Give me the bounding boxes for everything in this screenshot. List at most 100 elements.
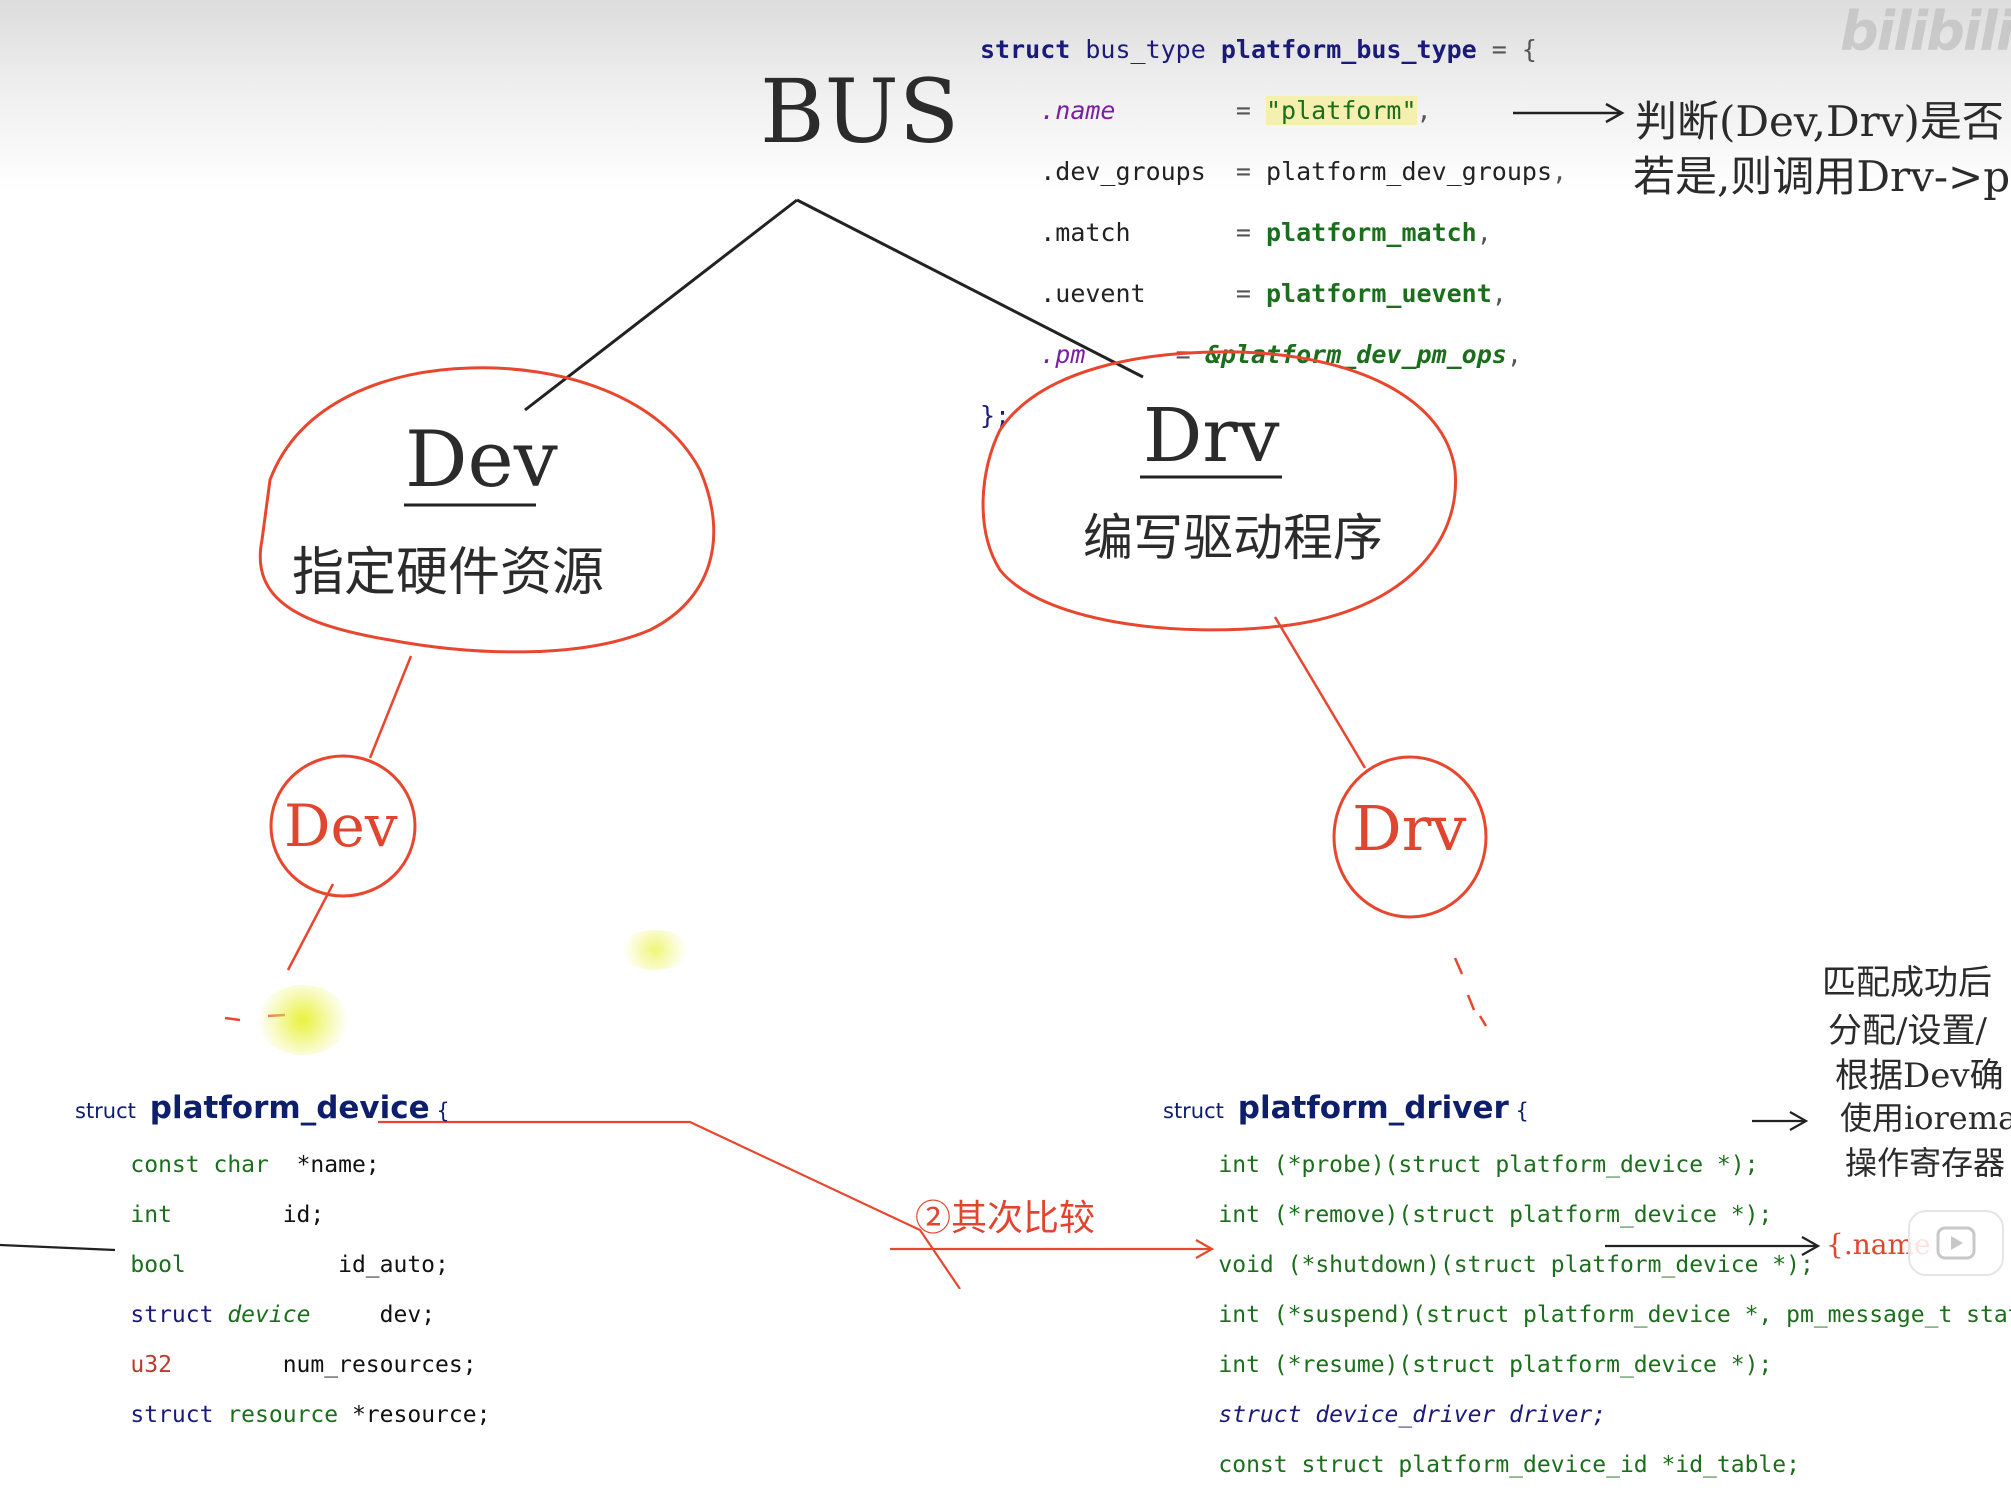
code-punct: { — [429, 1099, 450, 1123]
drv-description: 编写驱动程序 — [1083, 509, 1383, 567]
code-line-match: .match = platform_match, — [980, 218, 1567, 249]
platform-driver-code-block: struct platform_driver { int (*probe)(st… — [1163, 1071, 2011, 1503]
platform-device-field: const char *name; — [75, 1153, 490, 1178]
platform-device-field: int id; — [75, 1203, 490, 1228]
code-punct: { — [1508, 1099, 1529, 1123]
code-type: u32 — [130, 1352, 172, 1378]
code-punct: , — [1476, 217, 1492, 247]
top-gradient-band — [0, 0, 2011, 190]
code-member: num_resources; — [171, 1352, 477, 1378]
code-member: void (*shutdown)(struct platform_device … — [1218, 1252, 1814, 1278]
code-line-dev-groups: .dev_groups = platform_dev_groups, — [980, 157, 1567, 188]
note-match-line2: 若是,则调用Drv->p — [1633, 152, 2011, 201]
drv-big-label: Drv — [1143, 393, 1280, 479]
dev-big-label: Dev — [405, 415, 558, 505]
platform-device-field: struct device dev; — [75, 1303, 490, 1328]
code-member: id_auto; — [185, 1252, 449, 1278]
play-icon — [1936, 1226, 1976, 1260]
dev-description: 指定硬件资源 — [292, 543, 605, 603]
note-right-line4: 使用ioremap — [1840, 1099, 2011, 1137]
dev-small-circle — [269, 754, 417, 898]
highlighter-mark — [258, 985, 348, 1055]
dev-small-connector — [368, 655, 413, 759]
platform-driver-field-driver: struct device_driver driver; — [1163, 1403, 2011, 1428]
drv-ellipse — [981, 350, 1458, 632]
code-member: *name; — [268, 1152, 380, 1178]
code-punct: = { — [1476, 34, 1537, 64]
highlighter-mark — [620, 930, 690, 970]
code-struct-name: platform_device — [149, 1090, 430, 1126]
drv-small-label: Drv — [1352, 792, 1467, 865]
code-line-uevent: .uevent = platform_uevent, — [980, 279, 1567, 310]
code-type: bus_type — [1085, 34, 1206, 64]
code-member: int (*remove)(struct platform_device *); — [1218, 1202, 1773, 1228]
code-punct: = — [1130, 217, 1266, 247]
bus-to-drv-line — [796, 198, 1144, 379]
code-type: device — [227, 1302, 311, 1328]
code-member: int (*probe)(struct platform_device *); — [1218, 1152, 1759, 1178]
platform-device-code-block: struct platform_device { const char *nam… — [75, 1071, 490, 1453]
code-type: int — [130, 1202, 172, 1228]
drv-small-connector — [1273, 616, 1367, 769]
code-field: .uevent — [1040, 278, 1146, 308]
drv-small-circle — [1332, 755, 1488, 919]
code-punct: = — [1145, 278, 1266, 308]
note-compare: ②其次比较 — [915, 1198, 1096, 1239]
code-field: .dev_groups — [1040, 156, 1206, 186]
note-match-line1: 判断(Dev,Drv)是否 — [1635, 97, 2004, 146]
code-keyword: struct — [980, 34, 1071, 64]
code-field: .match — [1040, 217, 1131, 247]
code-keyword: struct — [1163, 1099, 1224, 1123]
code-value-function: platform_match — [1266, 217, 1477, 247]
code-struct-name: platform_bus_type — [1220, 34, 1477, 64]
code-member: id; — [171, 1202, 325, 1228]
bus-label: BUS — [760, 60, 960, 163]
platform-driver-field-suspend: int (*suspend)(struct platform_device *,… — [1163, 1303, 2011, 1328]
code-punct: = — [1205, 156, 1267, 186]
platform-driver-field-probe: int (*probe)(struct platform_device *); — [1163, 1153, 2011, 1178]
code-type: struct — [130, 1402, 228, 1428]
code-member: int (*suspend)(struct platform_device *,… — [1218, 1302, 2011, 1328]
code-type: bool — [130, 1252, 186, 1278]
code-member: *resource; — [338, 1402, 491, 1428]
platform-device-field: u32 num_resources; — [75, 1353, 490, 1378]
note-right-line2: 分配/设置/ — [1828, 1011, 1987, 1051]
code-string-highlighted: "platform" — [1266, 95, 1417, 125]
platform-driver-field-resume: int (*resume)(struct platform_device *); — [1163, 1353, 2011, 1378]
code-value: platform_dev_groups — [1266, 156, 1552, 186]
code-punct: , — [1506, 339, 1522, 369]
dev-ellipse — [258, 366, 716, 654]
code-line-struct-header: struct bus_type platform_bus_type = { — [980, 35, 1567, 66]
platform-device-header: struct platform_device { — [75, 1093, 490, 1124]
bus-to-dev-line — [524, 198, 798, 412]
name-compare-line — [378, 1120, 961, 1289]
code-line-name: .name = "platform", — [980, 95, 1567, 127]
code-keyword: struct — [75, 1099, 136, 1123]
handwritten-diagram — [0, 102, 1821, 1289]
note-right-line1: 匹配成功后 — [1822, 963, 1992, 1003]
code-type: struct — [130, 1302, 228, 1328]
platform-driver-field-remove: int (*remove)(struct platform_device *); — [1163, 1203, 2011, 1228]
code-member: struct device_driver driver; — [1218, 1402, 1607, 1428]
code-punct: , — [1552, 156, 1568, 186]
play-button[interactable] — [1908, 1210, 2004, 1276]
note-right-line3: 根据Dev确 — [1835, 1056, 2004, 1096]
code-struct-name: platform_driver — [1237, 1090, 1509, 1126]
code-member: const struct platform_device_id *id_tabl… — [1218, 1452, 1800, 1478]
note-right-line5: 操作寄存器 — [1845, 1144, 2006, 1182]
platform-driver-field-id-table: const struct platform_device_id *id_tabl… — [1163, 1453, 2011, 1478]
code-member: int (*resume)(struct platform_device *); — [1218, 1352, 1773, 1378]
dev-small-label: Dev — [284, 792, 398, 860]
code-type: const char — [130, 1152, 269, 1178]
platform-driver-field-shutdown: void (*shutdown)(struct platform_device … — [1163, 1253, 2011, 1278]
code-field: .name — [1040, 95, 1116, 125]
bilibili-watermark-logo: bilibili — [1840, 0, 2011, 63]
platform-driver-header: struct platform_driver { — [1163, 1093, 2011, 1124]
bus-type-code-block: struct bus_type platform_bus_type = { .n… — [980, 4, 1567, 462]
code-punct: , — [1491, 278, 1507, 308]
code-type: resource — [227, 1402, 339, 1428]
code-value-function: platform_uevent — [1266, 278, 1492, 308]
code-punct: , — [1416, 95, 1432, 125]
code-member: dev; — [310, 1302, 436, 1328]
code-punct: = — [1115, 95, 1266, 125]
